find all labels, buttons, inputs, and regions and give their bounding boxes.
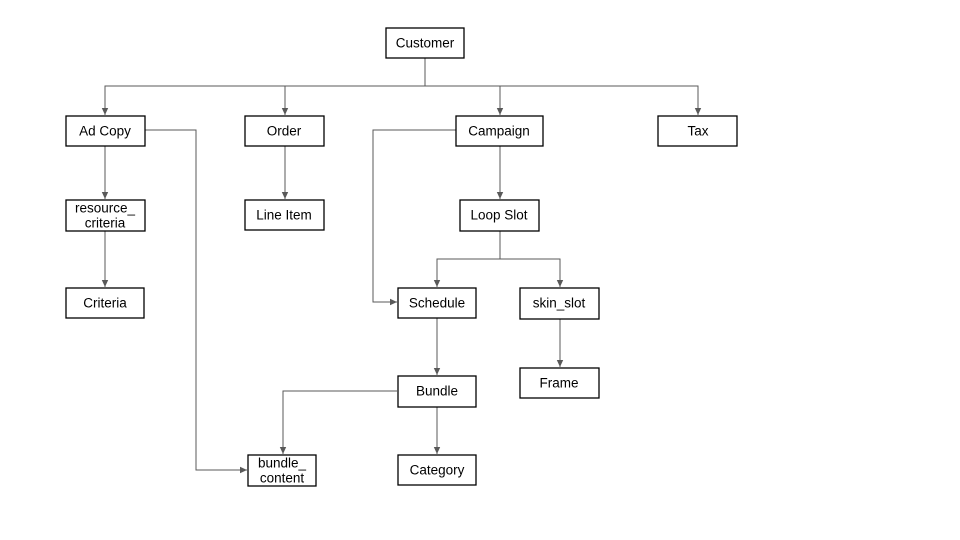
node-category: Category	[397, 454, 477, 486]
node-bundle-content: bundle_ content	[247, 454, 317, 487]
node-label: Ad Copy	[79, 124, 131, 139]
edge-customer-to-campaign	[425, 85, 504, 115]
node-label-line-1: bundle_	[258, 456, 307, 471]
node-skin-slot: skin_slot	[519, 287, 600, 320]
node-line-item: Line Item	[244, 199, 325, 231]
node-tax: Tax	[657, 115, 738, 147]
edge-customer-to-tax	[425, 85, 702, 115]
node-label: Order	[267, 124, 302, 139]
node-box	[397, 454, 477, 486]
node-criteria: Criteria	[65, 287, 145, 319]
node-box	[459, 199, 540, 232]
edge-loop-slot-to-skin-slot	[500, 258, 564, 287]
edge-loop-slot-to-schedule	[433, 231, 501, 287]
node-label: Frame	[539, 376, 578, 391]
connectors	[101, 58, 702, 474]
node-box	[455, 115, 544, 147]
node-box	[657, 115, 738, 147]
edge-bundle-to-bundle-content	[279, 390, 397, 454]
node-campaign: Campaign	[455, 115, 544, 147]
node-box	[65, 115, 146, 147]
node-box	[244, 199, 325, 231]
node-box	[65, 199, 146, 232]
node-label: Category	[410, 463, 465, 478]
node-ad-copy: Ad Copy	[65, 115, 146, 147]
node-label: Line Item	[256, 208, 312, 223]
node-order: Order	[244, 115, 325, 147]
node-box	[397, 375, 477, 408]
node-label: Customer	[396, 36, 455, 51]
node-customer: Customer	[385, 27, 465, 59]
node-bundle: Bundle	[397, 375, 477, 408]
edge-campaign-to-schedule	[372, 129, 456, 306]
edge-customer-to-order	[281, 85, 425, 115]
node-box	[519, 367, 600, 399]
node-box	[519, 287, 600, 320]
node-label: Tax	[687, 124, 708, 139]
node-box	[244, 115, 325, 147]
node-label: Schedule	[409, 296, 465, 311]
node-label: Bundle	[416, 384, 458, 399]
node-label-line-2: criteria	[85, 216, 126, 231]
node-box	[247, 454, 317, 487]
node-label-line-1: resource_	[75, 201, 136, 216]
edge-ad-copy-to-bundle-content	[145, 129, 247, 474]
node-label: Campaign	[468, 124, 530, 139]
node-box	[65, 287, 145, 319]
node-loop-slot: Loop Slot	[459, 199, 540, 232]
node-label: skin_slot	[533, 296, 586, 311]
node-resource-criteria: resource_ criteria	[65, 199, 146, 232]
node-schedule: Schedule	[397, 287, 477, 319]
edge-customer-to-ad-copy	[101, 58, 426, 115]
node-box	[385, 27, 465, 59]
node-label: Loop Slot	[470, 208, 527, 223]
node-frame: Frame	[519, 367, 600, 399]
node-box	[397, 287, 477, 319]
node-label-line-2: content	[260, 471, 305, 486]
node-label: Criteria	[83, 296, 127, 311]
